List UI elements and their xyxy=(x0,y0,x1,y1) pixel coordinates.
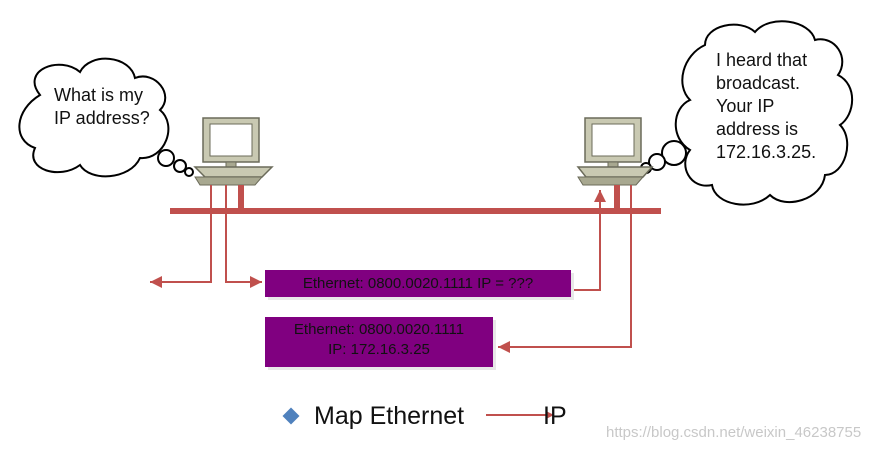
right-cloud-line: broadcast. xyxy=(716,73,801,93)
caption-target: IP xyxy=(543,402,567,430)
left-cloud-line: What is my xyxy=(54,85,144,105)
right-cloud-line: address is xyxy=(716,119,799,139)
right-cloud-line: Your IP xyxy=(716,96,775,116)
left-thought-cloud xyxy=(18,57,194,178)
caption-text: Map Ethernet xyxy=(314,402,465,430)
right-cloud-line: I heard that xyxy=(716,50,808,70)
left-cloud-line: IP address? xyxy=(54,108,150,128)
watermark: https://blog.csdn.net/weixin_46238755 xyxy=(606,424,862,441)
right-cloud-text: I heard that broadcast. Your IP address … xyxy=(716,49,836,164)
broadcast-arrow-left xyxy=(150,185,212,288)
reply-arrow xyxy=(498,185,632,353)
caption-arrow-icon xyxy=(486,411,554,419)
reply-ip-line: IP: 172.16.3.25 xyxy=(328,341,430,358)
arp-request-packet: Ethernet: 0800.0020.1111 IP = ??? xyxy=(265,270,571,297)
reply-ethernet-line: Ethernet: 0800.0020.1111 xyxy=(293,321,465,338)
right-thought-cloud xyxy=(640,20,854,206)
left-cloud-text: What is my IP address? xyxy=(54,84,164,130)
left-computer-icon xyxy=(193,117,274,211)
request-arrow xyxy=(225,185,262,288)
arp-reply-packet: Ethernet: 0800.0020.1111 IP: 172.16.3.25 xyxy=(265,317,493,367)
request-to-right-host-arrow xyxy=(574,190,606,291)
right-computer-icon xyxy=(576,117,654,211)
right-cloud-line: 172.16.3.25. xyxy=(716,142,817,162)
